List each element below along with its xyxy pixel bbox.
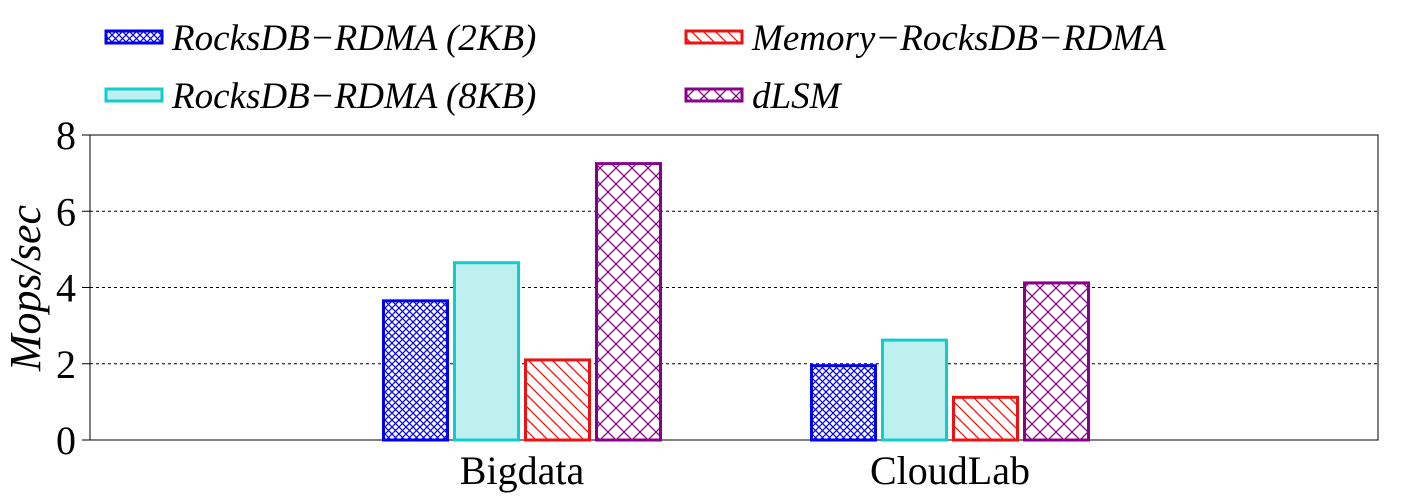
y-tick-label: 8 xyxy=(56,113,76,158)
bars xyxy=(382,162,1090,442)
y-tick-label: 4 xyxy=(56,266,76,311)
bar-bigdata-2 xyxy=(524,358,591,442)
legend: RocksDB−RDMA (2KB) Memory−RocksDB−RDMA Roc… xyxy=(104,18,1166,117)
legend-label: dLSM xyxy=(752,76,843,117)
x-axis-ticks: Bigdata CloudLab xyxy=(460,448,1030,493)
bar-bigdata-0 xyxy=(382,299,449,442)
bar-cloudlab-3 xyxy=(1023,281,1090,442)
bar-cloudlab-0 xyxy=(810,364,877,442)
y-tick-label: 2 xyxy=(56,342,76,387)
legend-swatch xyxy=(684,29,744,45)
legend-swatch xyxy=(684,87,744,103)
x-tick-label: Bigdata xyxy=(460,448,585,493)
bar-cloudlab-1 xyxy=(881,338,948,442)
legend-label: RocksDB−RDMA (2KB) xyxy=(171,18,536,59)
y-axis-title: Mops/sec xyxy=(1,204,50,372)
x-tick-label: CloudLab xyxy=(870,448,1030,493)
legend-swatch xyxy=(104,29,164,45)
gridlines xyxy=(90,210,1378,365)
y-axis-ticks: 0 2 4 6 8 xyxy=(56,113,90,463)
bar-bigdata-1 xyxy=(453,261,520,442)
y-tick-label: 0 xyxy=(56,418,76,463)
bar-bigdata-3 xyxy=(595,162,662,442)
legend-swatch xyxy=(104,87,164,103)
legend-label: RocksDB−RDMA (8KB) xyxy=(171,76,536,117)
bar-cloudlab-2 xyxy=(952,395,1019,442)
y-tick-label: 6 xyxy=(56,189,76,234)
legend-label: Memory−RocksDB−RDMA xyxy=(751,18,1166,59)
